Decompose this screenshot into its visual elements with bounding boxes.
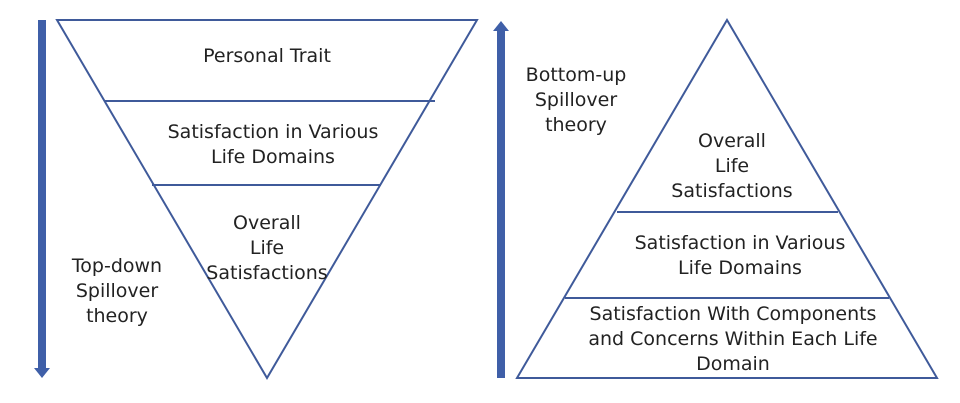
bottom-up-arrow	[493, 21, 509, 378]
components-concerns-label: Satisfaction With Components and Concern…	[588, 303, 878, 375]
right-various-domains-label: Satisfaction in Various Life Domains	[634, 232, 846, 279]
left-various-domains-label: Satisfaction in Various Life Domains	[167, 121, 379, 168]
inverted-pyramid-outline	[55, 19, 479, 380]
top-down-arrow	[34, 20, 50, 378]
right-overall-life-label: Overall Life Satisfactions	[671, 130, 793, 202]
personal-trait-label: Personal Trait	[203, 45, 331, 67]
left-overall-life-label: Overall Life Satisfactions	[206, 212, 328, 284]
upright-pyramid-outline	[515, 18, 939, 379]
inverted-pyramid	[55, 19, 479, 380]
upright-pyramid	[515, 18, 939, 379]
top-down-theory-label: Top-down Spillover theory	[71, 255, 163, 327]
bottom-up-theory-label: Bottom-up Spillover theory	[525, 64, 627, 136]
